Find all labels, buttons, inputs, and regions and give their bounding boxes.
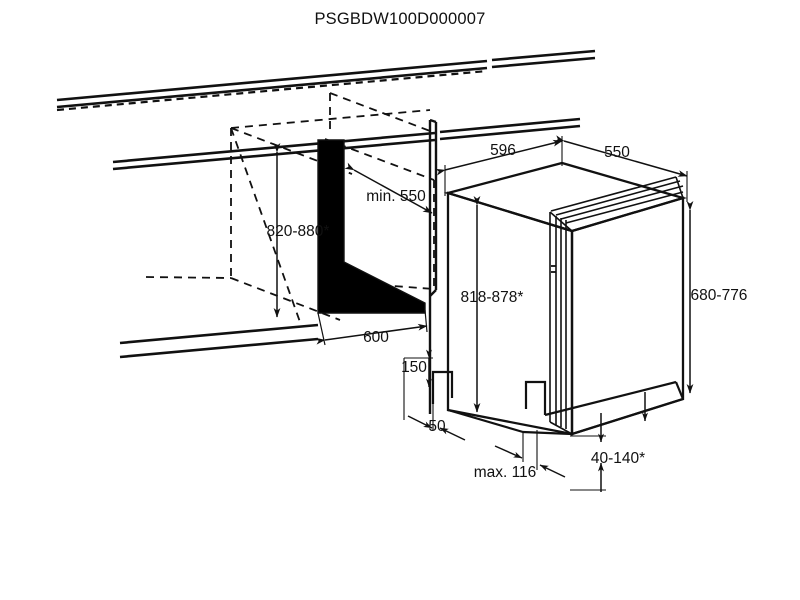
dim-label-appliance-width: 596: [490, 142, 516, 159]
dimension-lines: [273, 135, 694, 492]
worktop-upper-band: [56, 59, 488, 109]
dim-line-service-space-max: [494, 430, 566, 478]
worktop-upper-band-right: [491, 49, 596, 69]
dim-label-plinth-gap-range: 40-140*: [591, 450, 645, 467]
dimension-labels: 820-880* min. 550 600 596 550 818-878* 6…: [267, 142, 748, 481]
niche-recess-fill: [318, 140, 425, 313]
worktop-middle-band-right: [439, 117, 581, 141]
door-latch-mark: [551, 265, 556, 273]
worktop-middle-band: [112, 131, 436, 171]
dim-label-niche-width: 600: [363, 329, 389, 346]
plinth-notch-right: [524, 380, 547, 415]
dim-line-niche-width: [315, 309, 428, 346]
appliance-body: [431, 161, 688, 436]
dim-line-plinth-setback: [403, 358, 466, 441]
floor-band-lower: [119, 323, 319, 359]
dim-line-niche-depth-min: [344, 162, 433, 214]
door-head-chamfer: [550, 176, 684, 224]
drawing-title: PSGBDW100D000007: [314, 10, 486, 28]
appliance-base-footprint: [447, 380, 685, 436]
dim-label-service-space-max: max. 116: [474, 464, 537, 481]
worktop-upper-band-dashed: [56, 69, 488, 112]
cabinet-side-panel: [428, 118, 438, 297]
dim-label-appliance-height: 818-878*: [461, 289, 524, 306]
dim-label-niche-height: 820-880*: [267, 223, 330, 240]
dim-label-plinth-setback: 50: [428, 418, 446, 435]
niche-hidden-edges: [145, 92, 431, 323]
dim-label-niche-depth-min: min. 550: [366, 188, 426, 205]
door-edge-laminations: [549, 211, 573, 435]
dim-label-appliance-depth: 550: [604, 144, 630, 161]
appliance-left-face: [446, 191, 574, 436]
dim-line-plinth-height: [404, 349, 433, 388]
dim-line-plinth-gap-range: [570, 392, 648, 492]
appliance-door-panel: [570, 196, 685, 436]
dim-label-plinth-height: 150: [401, 359, 427, 376]
dim-line-appliance-depth: [554, 135, 688, 202]
dim-label-door-panel-height: 680-776: [691, 287, 748, 304]
